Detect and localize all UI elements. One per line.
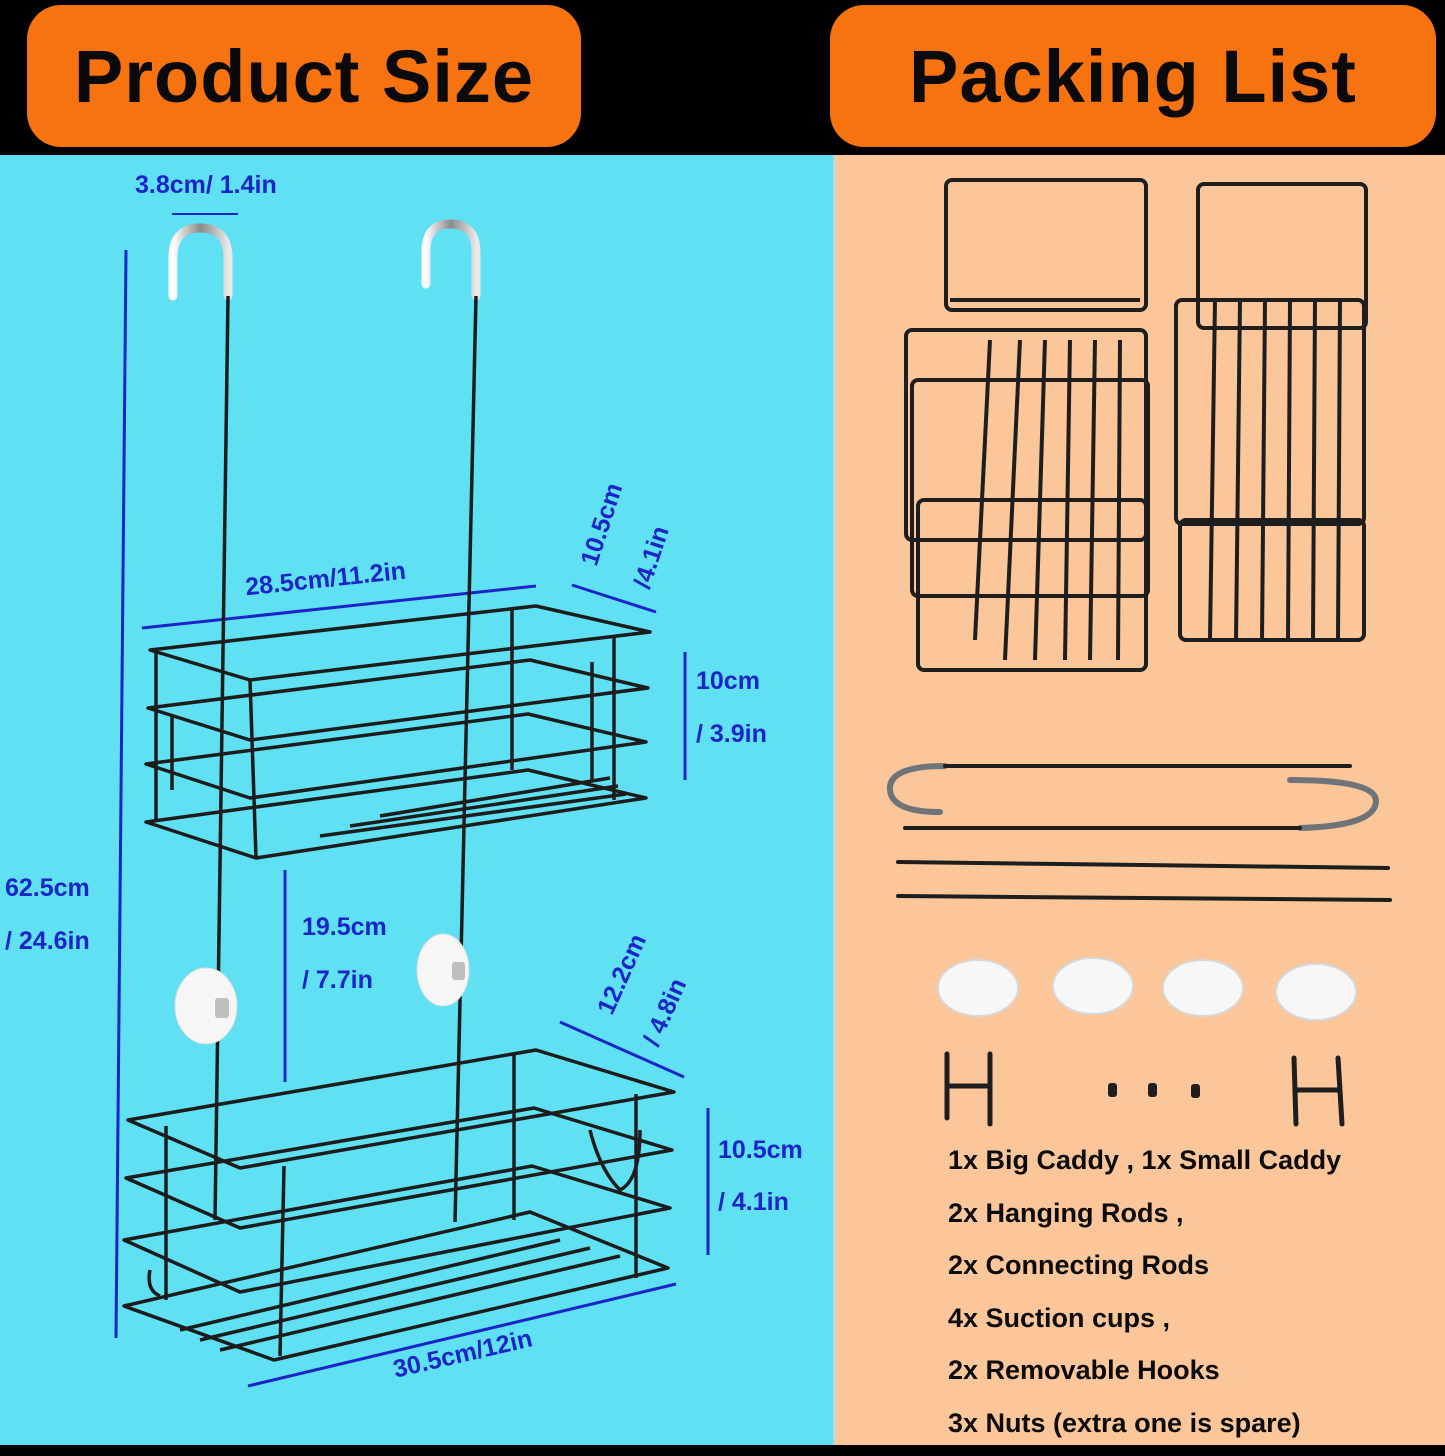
list-item: 1x Big Caddy , 1x Small Caddy (948, 1145, 1342, 1175)
gap-height-cm-label: 19.5cm (302, 913, 387, 941)
packing-list: 1x Big Caddy , 1x Small Caddy 2x Hanging… (948, 1140, 1341, 1456)
product-size-panel (0, 155, 833, 1445)
hook-width-label: 3.8cm/ 1.4in (135, 171, 277, 199)
product-size-title: Product Size (27, 5, 581, 147)
total-height-cm-label: 62.5cm (5, 874, 90, 902)
list-item: 3x Nuts (extra one is spare) (948, 1407, 1301, 1438)
bottom-basket-height-in-label: / 4.1in (718, 1188, 789, 1216)
top-basket-illustration (144, 604, 652, 860)
bottom-basket-height-cm-label: 10.5cm (718, 1136, 803, 1164)
panel-divider (833, 155, 836, 1445)
list-item: 2x Hanging Rods , (948, 1197, 1184, 1228)
list-item: 2x Removable Hooks (948, 1355, 1220, 1386)
list-item: 4x Suction cups , (948, 1302, 1171, 1333)
top-basket-height-cm-label: 10cm (696, 667, 760, 695)
suction-cups-icon (174, 933, 470, 1045)
bottom-basket-illustration (122, 1048, 676, 1362)
list-item: 2x Connecting Rods (948, 1250, 1210, 1281)
chrome-hooks-icon (168, 219, 481, 301)
hanging-rods (213, 295, 478, 1223)
gap-height-in-label: / 7.7in (302, 966, 373, 994)
packing-list-title: Packing List (830, 5, 1436, 147)
top-basket-height-in-label: / 3.9in (696, 720, 767, 748)
total-height-in-label: / 24.6in (5, 927, 90, 955)
dimension-lines (114, 213, 710, 1388)
shower-caddy-illustration (114, 213, 710, 1388)
